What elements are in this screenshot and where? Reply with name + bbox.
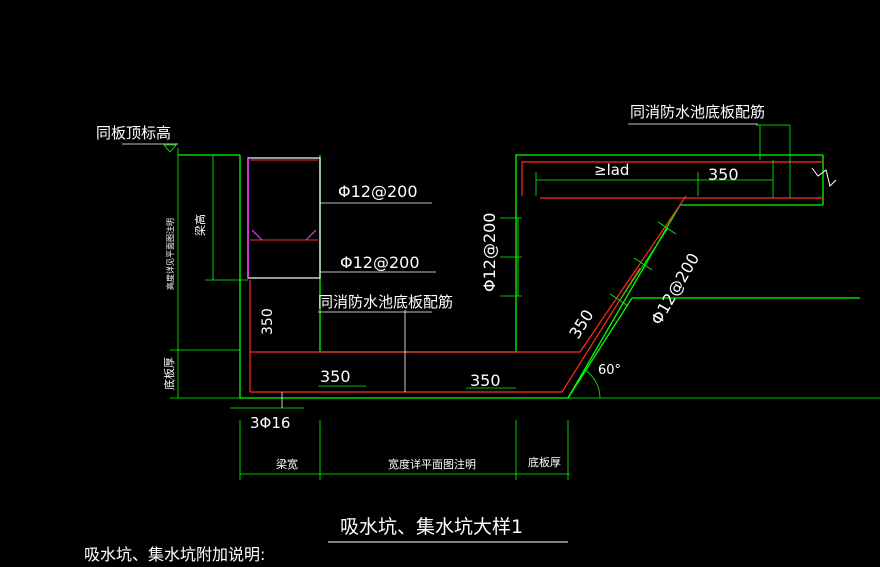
elevation-symbol — [163, 144, 177, 153]
beam-section — [247, 157, 321, 279]
dim-slope-t1 — [609, 293, 629, 307]
label-350-left: 350 — [260, 308, 276, 335]
label-350-bottom-a: 350 — [320, 367, 351, 386]
label-slab-thickness-left: 底板厚 — [162, 357, 176, 390]
concrete-outline — [178, 154, 880, 399]
label-slope-rebar: Φ12@200 — [647, 250, 703, 328]
angle-arc — [584, 369, 601, 399]
pit-outer-outline — [239, 155, 860, 399]
label-top-right-note: 同消防水池底板配筋 — [630, 103, 765, 121]
label-slab-thickness-bottom: 底板厚 — [528, 455, 561, 469]
label-bottom-bar: 3Φ16 — [250, 414, 290, 432]
beam-hook-left — [251, 229, 263, 241]
label-angle: 60° — [598, 363, 621, 378]
label-350-top: 350 — [708, 165, 739, 184]
break-line-symbol — [811, 167, 837, 187]
label-wall-rebar: Φ12@200 — [480, 213, 499, 293]
label-beam-width: 梁宽 — [276, 457, 298, 471]
beam-section-box — [247, 157, 321, 279]
label-350-bottom-b: 350 — [470, 371, 501, 390]
drawing-note: 吸水坑、集水坑附加说明: — [84, 545, 265, 564]
label-top-elevation: 同板顶标高 — [96, 124, 171, 142]
label-beam-height: 梁高 — [193, 214, 207, 236]
label-rebar-a: Φ12@200 — [338, 182, 418, 201]
label-mid-note: 同消防水池底板配筋 — [318, 293, 453, 311]
dim-slope-t3 — [657, 221, 677, 235]
labels: 同板顶标高 同消防水池底板配筋 ≥lad 350 Φ12@200 Φ12@200… — [84, 103, 765, 564]
beam-hook-right — [305, 229, 317, 241]
rebar-lines — [249, 161, 823, 393]
label-lad: ≥lad — [594, 161, 629, 179]
rebar-top-slab — [521, 161, 823, 196]
rebar-outer-pit — [250, 267, 641, 393]
dim-slope-rebar — [619, 227, 669, 301]
dim-slope-t2 — [633, 257, 653, 271]
label-rebar-b: Φ12@200 — [340, 253, 420, 272]
rebar-inner-pit — [250, 195, 687, 353]
label-slope-dim: 350 — [565, 306, 597, 342]
label-width-note: 宽度详平面图注明 — [388, 457, 476, 471]
dimension-lines — [122, 123, 791, 543]
label-left-vertical-dim: 高度详见平面图注明 — [165, 218, 175, 290]
drawing-title: 吸水坑、集水坑大样1 — [340, 516, 523, 538]
